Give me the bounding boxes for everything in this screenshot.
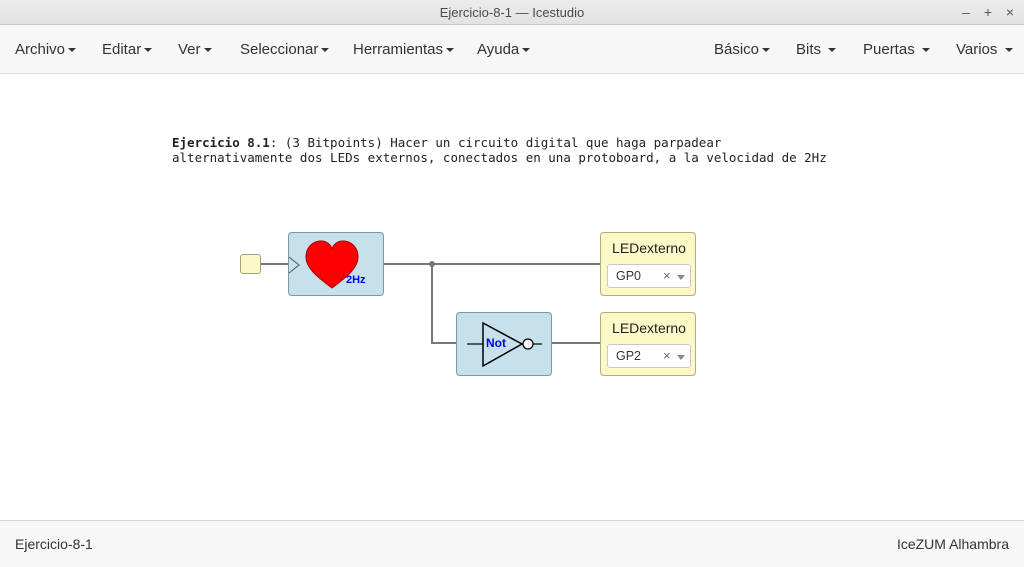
wire-input-clock[interactable] bbox=[261, 263, 289, 265]
menu-ayuda[interactable]: Ayuda bbox=[477, 25, 531, 74]
wire-branch-not[interactable] bbox=[431, 342, 457, 344]
caret-down-icon bbox=[446, 48, 455, 53]
menu-ayuda-label: Ayuda bbox=[477, 41, 520, 58]
caret-down-icon bbox=[1004, 48, 1013, 53]
info-title: Ejercicio 8.1 bbox=[172, 135, 270, 150]
menu-basico-label: Básico bbox=[714, 41, 760, 58]
menu-ver[interactable]: Ver bbox=[178, 25, 212, 74]
window-titlebar: Ejercicio-8-1 — Icestudio – + × bbox=[0, 0, 1024, 25]
menu-herramientas-label: Herramientas bbox=[353, 41, 444, 58]
clock-2hz-block[interactable]: 2Hz bbox=[288, 232, 384, 296]
chevron-down-icon[interactable] bbox=[677, 275, 685, 280]
caret-down-icon bbox=[921, 48, 930, 53]
menu-herramientas[interactable]: Herramientas bbox=[353, 25, 455, 74]
project-name: Ejercicio-8-1 bbox=[15, 536, 93, 552]
design-canvas[interactable]: Ejercicio 8.1: (3 Bitpoints) Hacer un ci… bbox=[0, 75, 1024, 520]
caret-down-icon bbox=[203, 48, 212, 53]
menu-archivo[interactable]: Archivo bbox=[15, 25, 77, 74]
not-gate-block[interactable]: Not bbox=[456, 312, 552, 376]
not-gate-icon bbox=[467, 321, 542, 368]
caret-down-icon bbox=[828, 48, 837, 53]
heart-icon bbox=[289, 240, 359, 289]
status-footer: Ejercicio-8-1 IceZUM Alhambra bbox=[0, 520, 1024, 567]
input-port-block[interactable] bbox=[240, 254, 261, 274]
clear-icon[interactable]: × bbox=[663, 268, 671, 283]
wire-clock-led1[interactable] bbox=[384, 263, 601, 265]
wire-not-led2[interactable] bbox=[552, 342, 601, 344]
not-gate-label: Not bbox=[486, 336, 506, 350]
led-output-block-2[interactable]: LEDexterno GP2 × bbox=[600, 312, 696, 376]
menu-puertas-label: Puertas bbox=[863, 41, 915, 58]
menu-varios[interactable]: Varios bbox=[956, 25, 1013, 74]
wire-junction bbox=[429, 261, 435, 267]
menu-bits-label: Bits bbox=[796, 41, 822, 58]
menu-editar[interactable]: Editar bbox=[102, 25, 153, 74]
menu-varios-label: Varios bbox=[956, 41, 998, 58]
clock-label: 2Hz bbox=[346, 274, 366, 286]
chevron-down-icon[interactable] bbox=[677, 355, 685, 360]
caret-down-icon bbox=[144, 48, 153, 53]
menu-basico[interactable]: Básico bbox=[714, 25, 771, 74]
maximize-button[interactable]: + bbox=[983, 4, 993, 20]
menu-seleccionar-label: Seleccionar bbox=[240, 41, 319, 58]
menu-ver-label: Ver bbox=[178, 41, 201, 58]
led-output-block-1[interactable]: LEDexterno GP0 × bbox=[600, 232, 696, 296]
close-button[interactable]: × bbox=[1005, 4, 1015, 20]
caret-down-icon bbox=[762, 48, 771, 53]
pin-select-2[interactable]: GP2 × bbox=[607, 344, 691, 368]
caret-down-icon bbox=[321, 48, 330, 53]
menu-archivo-label: Archivo bbox=[15, 41, 66, 58]
clear-icon[interactable]: × bbox=[663, 348, 671, 363]
window-title: Ejercicio-8-1 — Icestudio bbox=[439, 5, 585, 20]
info-text: : (3 Bitpoints) Hacer un circuito digita… bbox=[172, 135, 827, 165]
minimize-button[interactable]: – bbox=[962, 4, 970, 20]
pin-select-1[interactable]: GP0 × bbox=[607, 264, 691, 288]
pin-value-2: GP2 bbox=[616, 349, 642, 363]
window-controls: – + × bbox=[960, 0, 1016, 25]
menu-puertas[interactable]: Puertas bbox=[863, 25, 930, 74]
wire-branch-vertical[interactable] bbox=[431, 263, 433, 344]
menu-seleccionar[interactable]: Seleccionar bbox=[240, 25, 330, 74]
menu-bar: Archivo Editar Ver Seleccionar Herramien… bbox=[0, 25, 1024, 74]
pin-value-1: GP0 bbox=[616, 269, 642, 283]
board-selector[interactable]: IceZUM Alhambra bbox=[896, 536, 1009, 552]
led-label-1: LEDexterno bbox=[612, 240, 686, 256]
led-label-2: LEDexterno bbox=[612, 320, 686, 336]
caret-down-icon bbox=[68, 48, 77, 53]
caret-down-icon bbox=[522, 48, 531, 53]
menu-bits[interactable]: Bits bbox=[796, 25, 837, 74]
menu-editar-label: Editar bbox=[102, 41, 142, 58]
info-block[interactable]: Ejercicio 8.1: (3 Bitpoints) Hacer un ci… bbox=[172, 135, 872, 165]
